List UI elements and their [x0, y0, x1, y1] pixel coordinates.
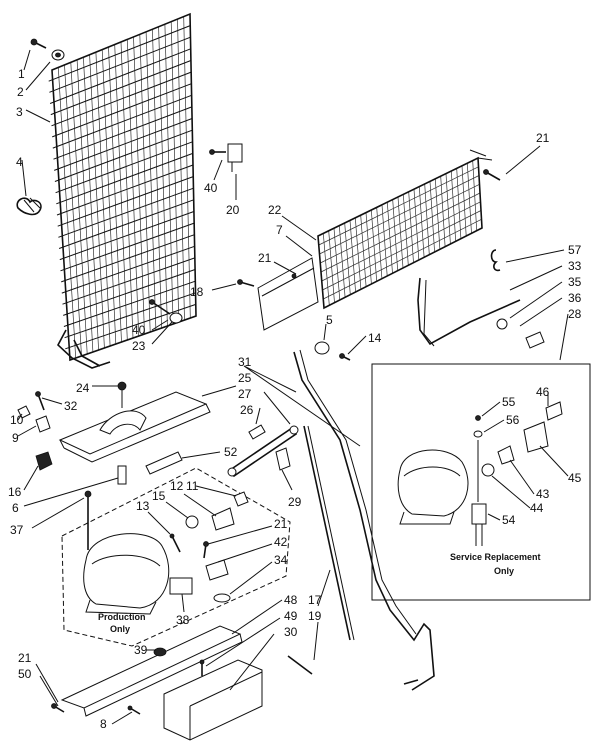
screw-icon [30, 38, 47, 49]
callout-label: 22 [268, 203, 282, 217]
callout-label: 15 [152, 489, 166, 503]
callout-label: 3 [16, 105, 23, 119]
note-line: Only [110, 624, 130, 634]
callout-label: 8 [100, 717, 107, 731]
callout-label: 42 [274, 535, 288, 549]
callout-label: 17 [308, 593, 322, 607]
callout-label: 18 [190, 285, 204, 299]
callout-label: 40 [204, 181, 218, 195]
production-only-note: Production Only [98, 612, 146, 634]
callout-label: 27 [238, 387, 252, 401]
callout-label: 44 [530, 501, 544, 515]
drain-pan [58, 381, 211, 463]
callout-label: 26 [240, 403, 254, 417]
condenser [317, 149, 493, 310]
callout-label: 43 [536, 487, 550, 501]
callout-label: 20 [226, 203, 240, 217]
callout-label: 21 [258, 251, 272, 265]
callout-label: 14 [368, 331, 382, 345]
callout-label: 36 [568, 291, 582, 305]
service-replacement-note: Service Replacement Only [450, 552, 541, 576]
callout-label: 2 [17, 85, 24, 99]
callout-label: 55 [502, 395, 516, 409]
compressor-icon [397, 449, 469, 525]
production-compressor-group [61, 467, 291, 647]
note-line: Service Replacement [450, 552, 541, 562]
damper-bracket-icon [209, 143, 243, 172]
callout-label: 35 [568, 275, 582, 289]
callout-label: 7 [276, 223, 283, 237]
screw-icon [483, 169, 501, 181]
callout-label: 19 [308, 609, 322, 623]
note-line: Production [98, 612, 146, 622]
grommet-icon [149, 299, 183, 324]
callout-label: 4 [16, 155, 23, 169]
callout-label: 56 [506, 413, 520, 427]
callout-label: 29 [288, 495, 302, 509]
callout-label: 12 [170, 479, 184, 493]
callout-label: 31 [238, 355, 252, 369]
callout-label: 24 [76, 381, 90, 395]
callout-label: 39 [134, 643, 148, 657]
callout-label: 25 [238, 371, 252, 385]
callout-label: 11 [186, 479, 199, 493]
callout-label: 6 [12, 501, 19, 515]
callout-label: 45 [568, 471, 582, 485]
drier-tube-icon [417, 277, 545, 349]
callout-label: 1 [18, 67, 25, 81]
condenser-bracket-icon [257, 257, 319, 331]
callout-label: 52 [224, 445, 238, 459]
callout-label: 9 [12, 431, 19, 445]
service-replacement-group [371, 363, 591, 601]
grommet-icon [314, 341, 351, 361]
callout-label: 54 [502, 513, 516, 527]
left-small-parts [17, 391, 127, 550]
compressor-icon [83, 533, 170, 615]
screw-icon [237, 279, 255, 287]
callout-label: 38 [176, 613, 190, 627]
grommet-icon [51, 49, 65, 61]
callout-label: 32 [64, 399, 78, 413]
callout-label: 21 [18, 651, 32, 665]
callout-label: 13 [136, 499, 150, 513]
callout-label: 37 [10, 523, 24, 537]
callout-label: 50 [18, 667, 32, 681]
callout-label: 28 [568, 307, 582, 321]
compressor-base [51, 625, 263, 741]
callout-label: 57 [568, 243, 582, 257]
callout-labels: 1 2 3 4 40 20 21 22 7 21 18 57 33 35 36 … [8, 67, 582, 731]
note-line: Only [494, 566, 514, 576]
callout-label: 30 [284, 625, 298, 639]
mid-small-parts [145, 424, 299, 478]
callout-label: 33 [568, 259, 582, 273]
callout-label: 40 [132, 323, 146, 337]
callout-label: 34 [274, 553, 288, 567]
callout-label: 5 [326, 313, 333, 327]
callout-label: 10 [10, 413, 24, 427]
callout-label: 16 [8, 485, 22, 499]
refrigerant-tubing [287, 349, 435, 691]
upper-small-parts [16, 38, 545, 361]
clip-icon [16, 197, 42, 216]
callout-label: 21 [536, 131, 550, 145]
callout-label: 23 [132, 339, 146, 353]
callout-label: 46 [536, 385, 550, 399]
callout-label: 48 [284, 593, 298, 607]
callout-label: 21 [274, 517, 288, 531]
hook-icon [490, 249, 501, 272]
evaporator [48, 12, 197, 369]
callout-label: 49 [284, 609, 298, 623]
leader-lines [17, 49, 569, 725]
